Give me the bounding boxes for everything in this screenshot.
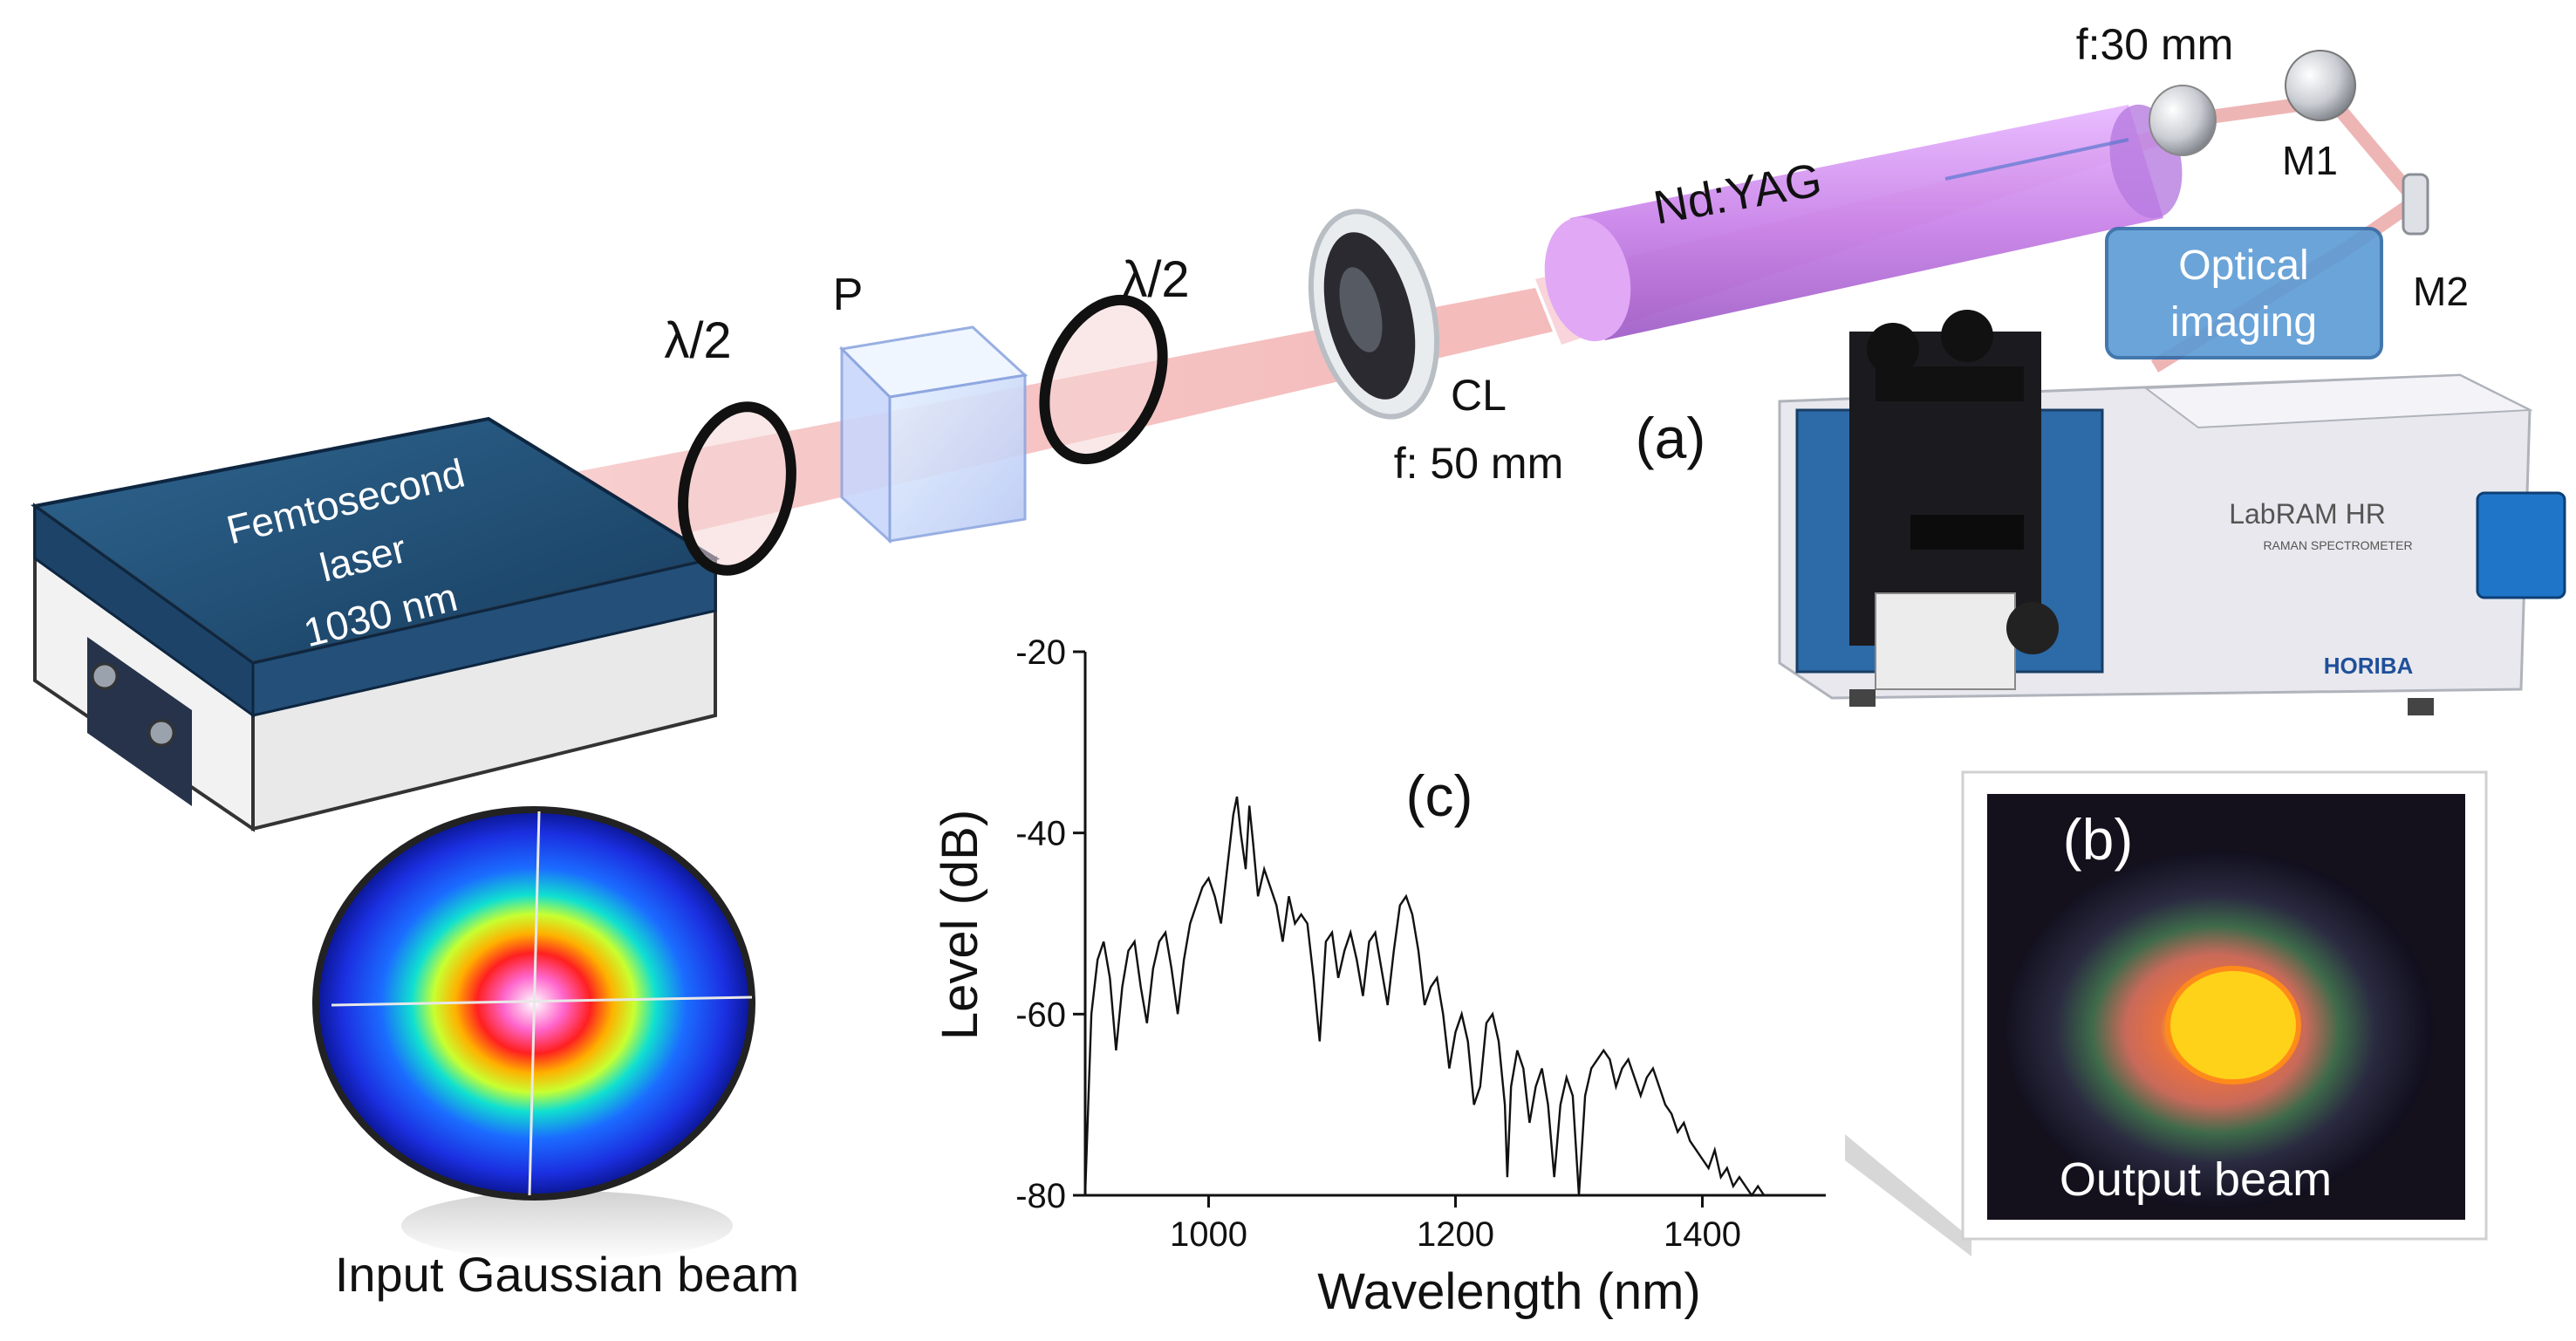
x-tick-label: 1200 <box>1417 1215 1494 1254</box>
m1-label: M1 <box>2282 138 2338 183</box>
spectrometer-maker: HORIBA <box>2324 653 2414 679</box>
mirror-m1: M1 <box>2282 50 2356 183</box>
mirror-m2: M2 <box>2402 173 2469 314</box>
input-beam-profile: Input Gaussian beam <box>312 806 799 1302</box>
y-tick-label: -40 <box>1015 815 1066 853</box>
x-tick-label: 1000 <box>1170 1215 1247 1254</box>
spectrum-series-line <box>1083 796 1820 1198</box>
imaging-label-line2: imaging <box>2170 299 2317 346</box>
output-beam-photo: (b) Output beam <box>1845 770 2488 1256</box>
chart-y-ticks: -20 -40 -60 -80 <box>1015 633 1085 1215</box>
spectrometer-brand: LabRAM HR <box>2229 498 2386 530</box>
panel-b-label: (b) <box>2063 807 2134 872</box>
chart-y-label: Level (dB) <box>932 810 988 1040</box>
waveplate1-label: λ/2 <box>664 312 731 369</box>
chart-axes <box>1083 652 1826 1197</box>
raman-spectrometer: LabRAM HR RAMAN SPECTROMETER HORIBA <box>1778 310 2566 715</box>
half-wave-plate-2: λ/2 <box>1039 251 1190 465</box>
y-tick-label: -80 <box>1015 1177 1066 1215</box>
cl-label: CL <box>1451 371 1507 420</box>
collimating-lens: f:30 mm <box>2076 20 2234 156</box>
half-wave-plate-1: λ/2 <box>664 312 796 576</box>
chart-x-label: Wavelength (nm) <box>1317 1263 1700 1320</box>
input-beam-caption: Input Gaussian beam <box>335 1247 799 1302</box>
y-tick-label: -60 <box>1015 995 1066 1034</box>
panel-a-label: (a) <box>1636 406 1706 470</box>
output-beam-caption: Output beam <box>2060 1153 2332 1206</box>
y-tick-label: -20 <box>1015 633 1066 672</box>
chart-x-ticks: 1000 1200 1400 <box>1170 1195 1741 1254</box>
optical-imaging-box: Optical imaging <box>2105 227 2383 359</box>
cl-focal-label: f: 50 mm <box>1394 439 1563 488</box>
cylindrical-lens: CL f: 50 mm <box>1308 209 1563 488</box>
panel-c-label: (c) <box>1406 763 1473 828</box>
waveplate2-label: λ/2 <box>1122 251 1189 308</box>
x-tick-label: 1400 <box>1664 1215 1741 1254</box>
m2-label: M2 <box>2413 269 2469 314</box>
imaging-label-line1: Optical <box>2178 243 2308 289</box>
spectrum-chart: -20 -40 -60 -80 1000 1200 1400 (c) Wavelength… <box>932 633 1826 1320</box>
polarizer-cube: P <box>833 270 1028 544</box>
spectrometer-sub: RAMAN SPECTROMETER <box>2263 538 2412 552</box>
lens-focal-label: f:30 mm <box>2076 20 2234 69</box>
ndyag-crystal: Nd:YAG <box>1544 104 2183 342</box>
femtosecond-laser: Femtosecond laser 1030 nm <box>31 416 721 832</box>
polarizer-label: P <box>833 270 864 320</box>
